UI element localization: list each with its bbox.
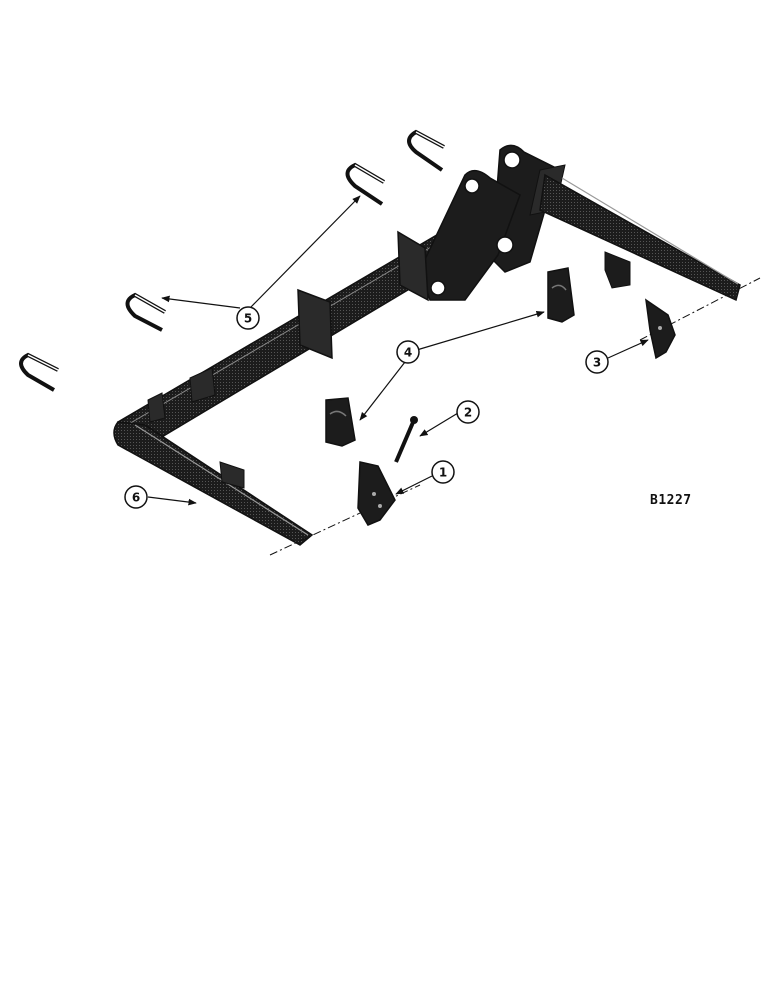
hitch-bracket-assembly <box>419 144 566 301</box>
u-bolt-2 <box>125 292 166 332</box>
clamp-block-upper <box>547 267 575 323</box>
callout-6: 6 <box>124 485 148 509</box>
leader-lines <box>147 195 649 506</box>
leader-2 <box>419 412 459 437</box>
leader-4b <box>359 361 406 421</box>
clamp-block-lower <box>325 397 356 447</box>
svg-text:3: 3 <box>593 356 601 370</box>
shank-bracket-1 <box>357 461 396 526</box>
beam-plates <box>147 230 429 423</box>
callout-3: 3 <box>585 350 609 374</box>
u-bolt-1 <box>19 352 59 392</box>
left-tapered-arm <box>113 421 314 546</box>
callout-4: 4 <box>396 340 420 364</box>
u-bolt-3 <box>345 162 386 206</box>
leader-1 <box>395 475 433 495</box>
svg-text:1: 1 <box>439 466 447 480</box>
figure-id: B1227 <box>650 493 692 508</box>
bolt <box>394 416 418 463</box>
leader-3 <box>607 339 649 359</box>
u-bolt-4 <box>407 129 445 172</box>
leader-5b <box>249 195 361 309</box>
leader-5a <box>161 295 241 309</box>
svg-text:6: 6 <box>132 491 140 505</box>
callout-1: 1 <box>431 460 455 484</box>
callout-2: 2 <box>456 400 480 424</box>
right-tapered-arm <box>539 173 741 302</box>
leader-6 <box>147 496 197 506</box>
leader-4a <box>409 310 545 353</box>
svg-text:5: 5 <box>244 312 252 326</box>
shank-bracket-3 <box>645 298 676 360</box>
callout-5: 5 <box>236 306 260 330</box>
svg-text:2: 2 <box>464 406 472 420</box>
svg-text:4: 4 <box>404 346 412 360</box>
